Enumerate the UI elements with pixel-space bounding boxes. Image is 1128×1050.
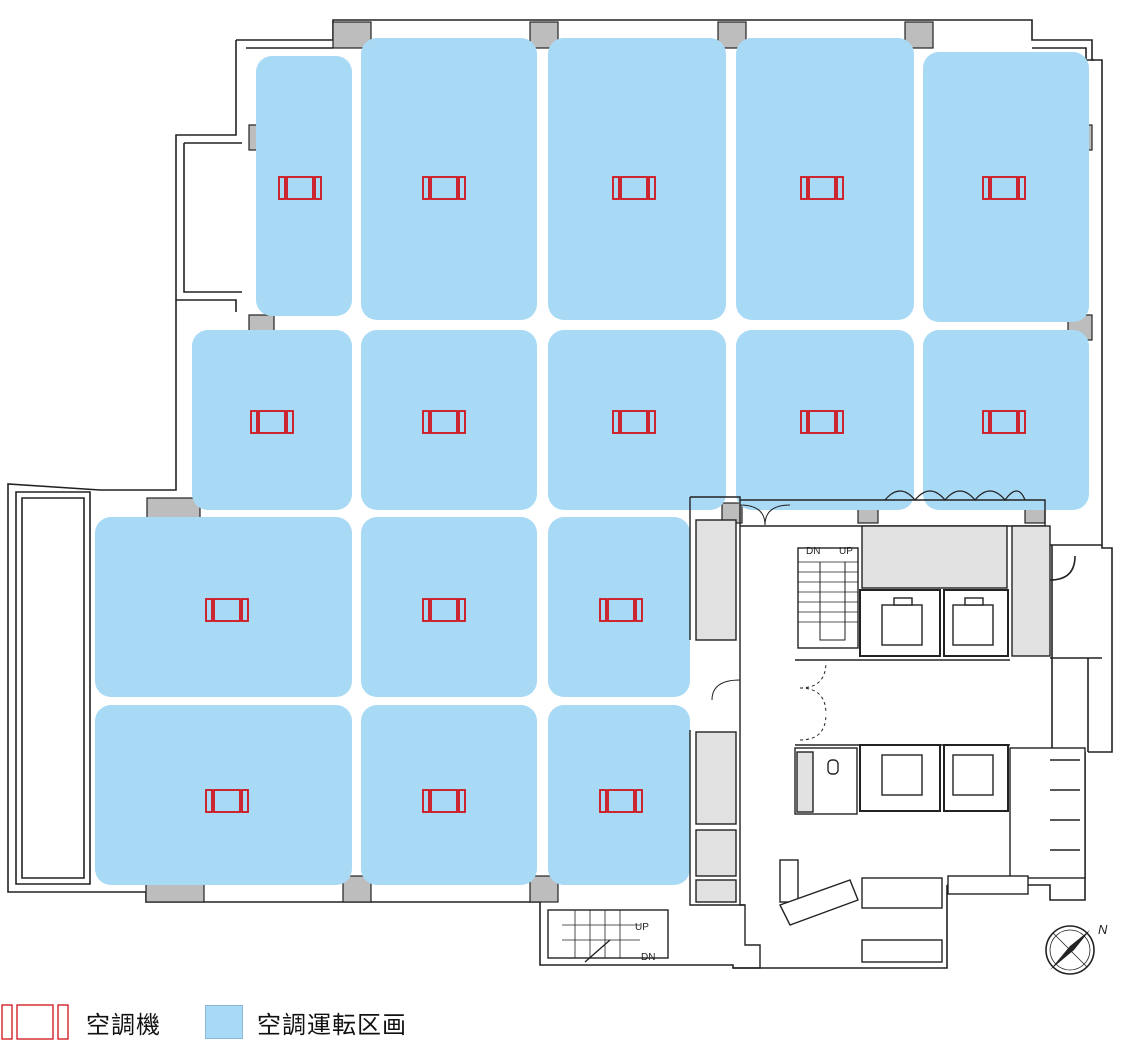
- legend-ac-unit: 空調機: [0, 1002, 161, 1042]
- ac-unit-icon: [982, 410, 1026, 434]
- legend-zone-label: 空調運転区画: [257, 1010, 407, 1039]
- hvac-zone: [548, 330, 726, 510]
- hvac-zone: [361, 38, 537, 320]
- ac-unit-icon: [422, 789, 466, 813]
- hvac-zone: [361, 517, 537, 697]
- hvac-zone: [923, 52, 1089, 322]
- floor-plan: DN UP UP DN N: [7, 19, 1113, 975]
- stair-labels: DN UP UP DN: [635, 546, 853, 963]
- ac-units: [205, 176, 1026, 813]
- ac-unit-icon: [422, 598, 466, 622]
- compass-north-label: N: [1098, 922, 1108, 937]
- ac-unit-icon: [982, 176, 1026, 200]
- hvac-zone: [548, 705, 690, 885]
- hvac-zone: [361, 705, 537, 885]
- ac-unit-icon: [599, 789, 643, 813]
- ac-unit-icon: [612, 176, 656, 200]
- ac-unit-icon: [205, 789, 249, 813]
- ac-unit-swatch-icon: [1, 1004, 69, 1040]
- ac-unit-icon: [205, 598, 249, 622]
- stair-up-label: UP: [635, 922, 649, 933]
- hvac-zone: [192, 330, 352, 510]
- ac-unit-icon: [800, 176, 844, 200]
- hvac-zone: [736, 38, 914, 320]
- ac-unit-icon: [612, 410, 656, 434]
- ac-unit-icon: [599, 598, 643, 622]
- ac-unit-icon: [422, 176, 466, 200]
- stair-up-label: UP: [839, 546, 853, 557]
- hvac-zone: [256, 56, 352, 316]
- hvac-zone: [548, 517, 690, 697]
- hvac-zone: [361, 330, 537, 510]
- hvac-zone: [736, 330, 914, 510]
- legend-ac-unit-label: 空調機: [86, 1010, 161, 1039]
- zone-swatch-icon: [205, 1005, 243, 1039]
- hvac-zone: [923, 330, 1089, 510]
- ac-unit-icon: [422, 410, 466, 434]
- ac-unit-icon: [278, 176, 322, 200]
- compass: N: [1045, 922, 1108, 975]
- ac-unit-icon: [800, 410, 844, 434]
- hvac-zones: [95, 38, 1089, 885]
- legend-zone: 空調運転区画: [205, 1002, 407, 1042]
- stair-dn-label: DN: [806, 546, 820, 557]
- core-area: [547, 490, 1086, 969]
- hvac-zone: [95, 705, 352, 885]
- hvac-zone: [95, 517, 352, 697]
- hvac-zone: [548, 38, 726, 320]
- stair-dn-label: DN: [641, 952, 655, 963]
- ac-unit-icon: [250, 410, 294, 434]
